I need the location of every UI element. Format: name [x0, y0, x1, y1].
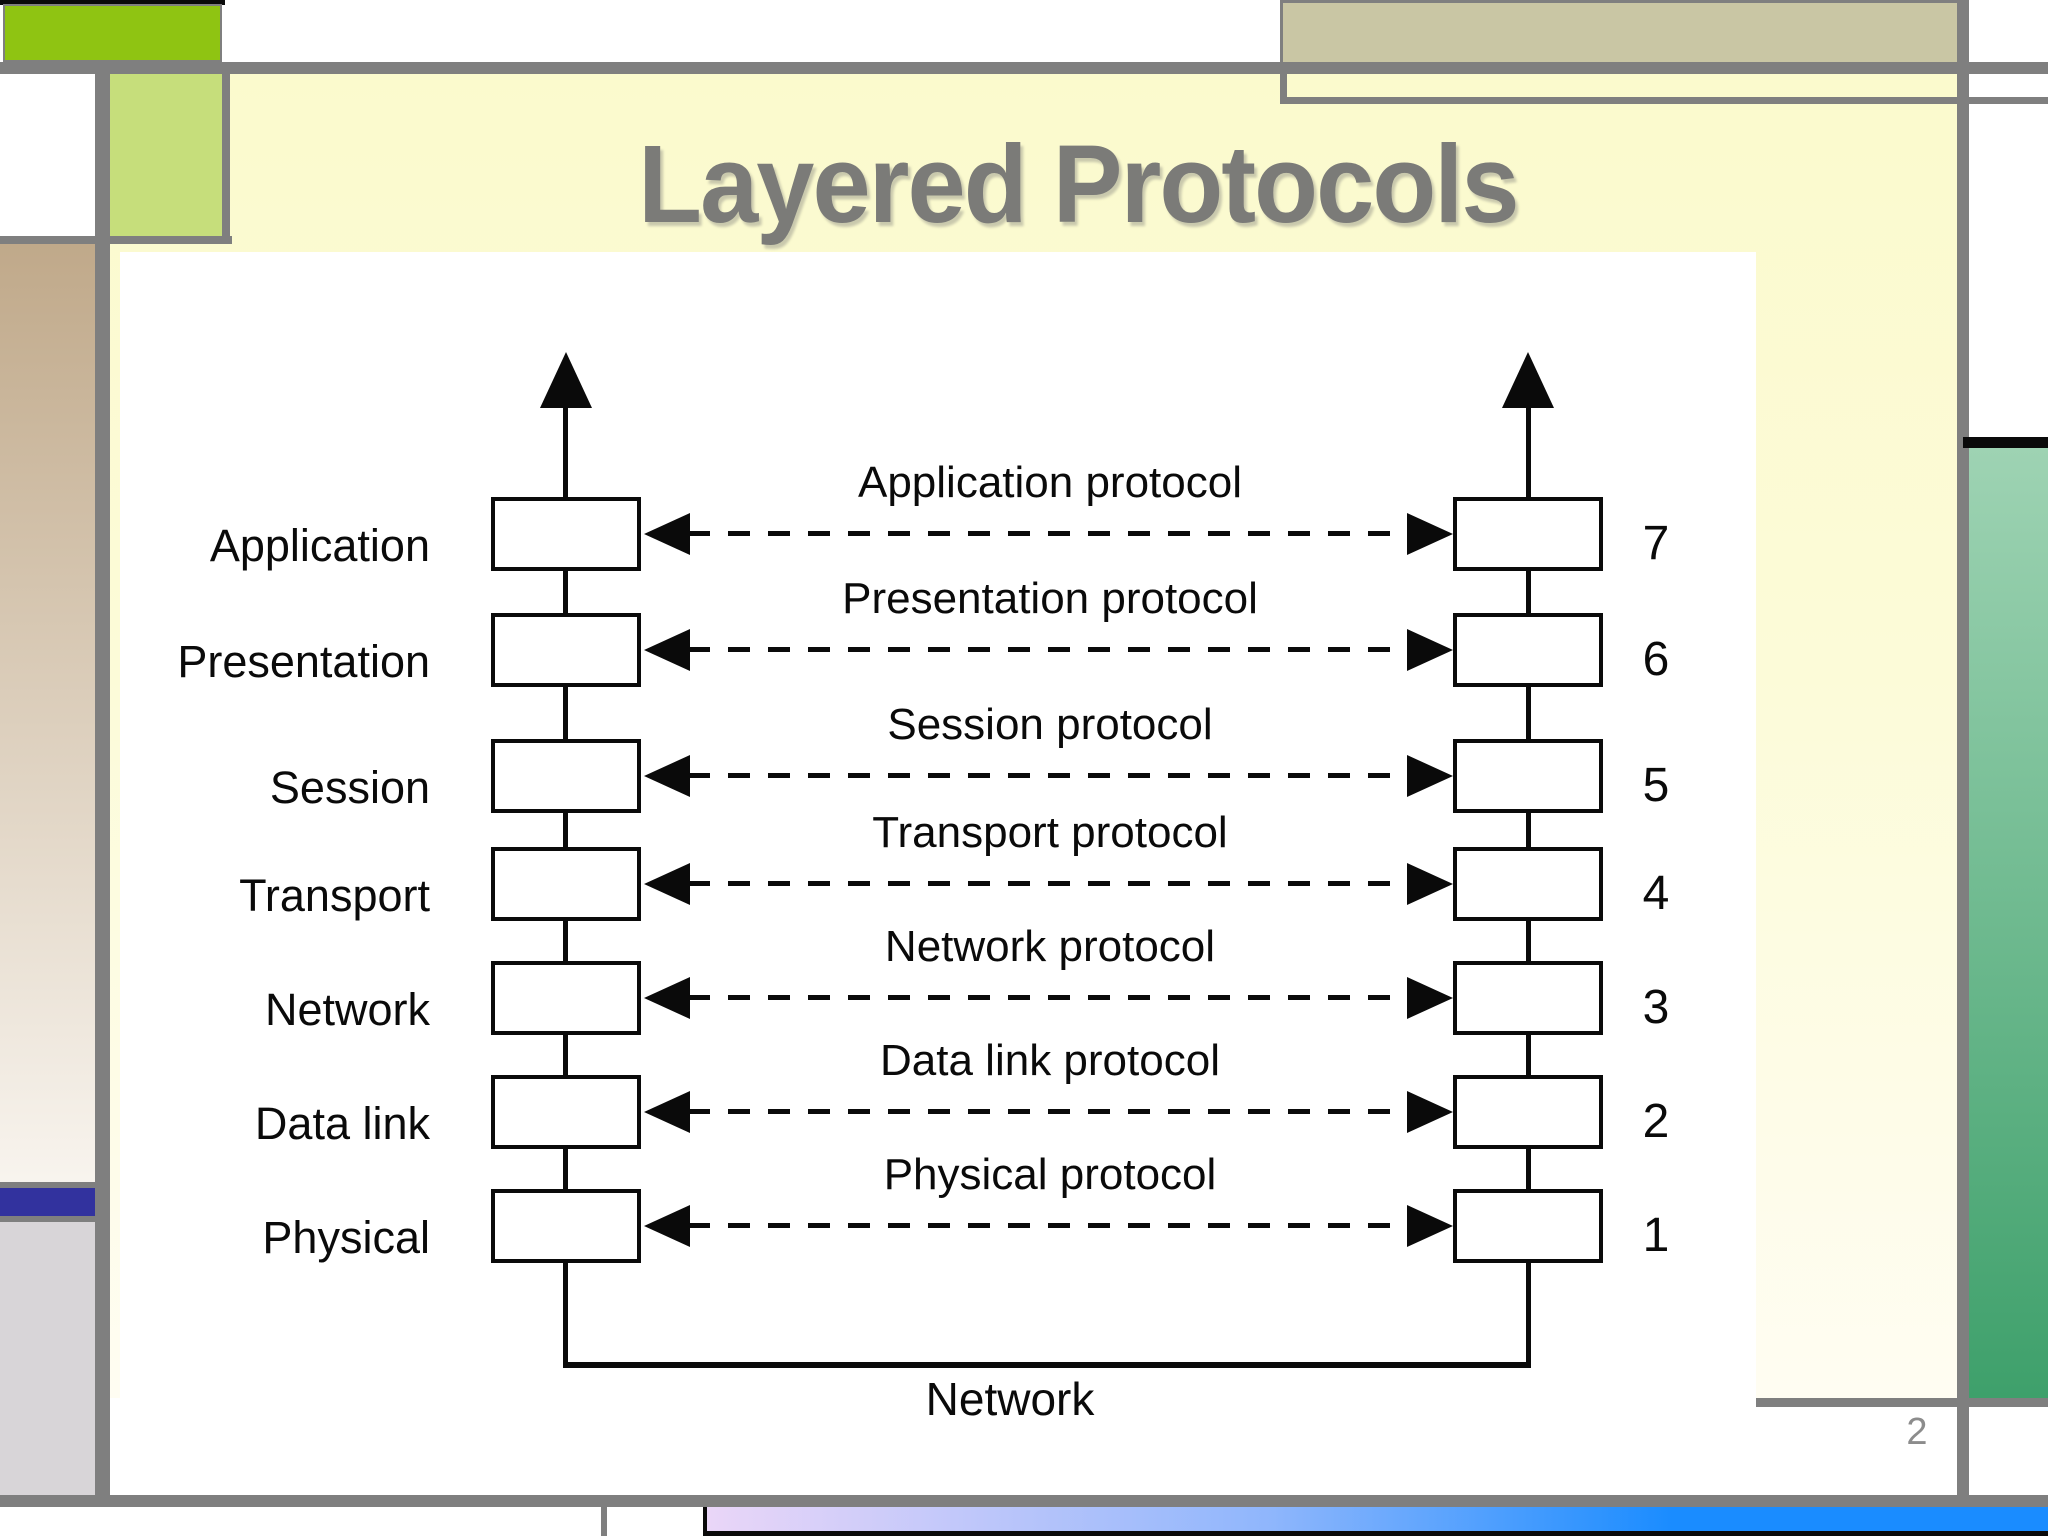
protocol-label: Session protocol	[887, 700, 1213, 749]
protocol-label: Application protocol	[857, 458, 1242, 507]
network-connector-line	[563, 1362, 1531, 1368]
layer-box-left	[491, 847, 641, 921]
protocol-arrow-dashed-line	[688, 647, 1410, 652]
layer-box-left	[491, 1075, 641, 1149]
arrow-head-left-icon	[644, 1091, 690, 1133]
protocol-label: Presentation protocol	[842, 574, 1258, 623]
protocol-arrow-dashed-line	[688, 995, 1410, 1000]
frame-line-left-b	[0, 1216, 95, 1222]
protocol-label: Network protocol	[884, 922, 1216, 971]
frame-line-top	[0, 62, 2048, 74]
page-title: Layered Protocols	[638, 123, 1519, 246]
layer-box-right	[1453, 1189, 1603, 1263]
layer-box-right	[1453, 961, 1603, 1035]
accent-block-green-bright	[3, 4, 222, 62]
arrow-head-left-icon	[644, 977, 690, 1019]
frame-line-top-right-secondary	[1280, 97, 2048, 104]
protocol-label: Physical protocol	[883, 1150, 1217, 1199]
layer-label: Transport	[239, 870, 430, 921]
frame-line-left-a	[0, 1182, 95, 1188]
layer-number: 7	[1642, 517, 1670, 570]
arrow-head-right-icon	[1407, 977, 1453, 1019]
layer-number: 5	[1642, 759, 1670, 812]
layer-label: Network	[264, 984, 430, 1035]
layer-label: Application	[209, 520, 430, 571]
layer-number: 1	[1642, 1209, 1670, 1262]
layer-box-left	[491, 1189, 641, 1263]
frame-line-bottom-small-vertical	[601, 1495, 607, 1536]
up-arrow-icon	[540, 352, 592, 408]
accent-block-green-light	[110, 74, 230, 236]
layer-label: Session	[269, 762, 430, 813]
green-strip-top-black-bar	[1963, 437, 2048, 448]
arrow-head-right-icon	[1407, 755, 1453, 797]
bottom-black-strip	[703, 1531, 2048, 1536]
arrow-head-right-icon	[1407, 1205, 1453, 1247]
layer-box-right	[1453, 739, 1603, 813]
arrow-head-right-icon	[1407, 863, 1453, 905]
accent-block-tan-top-right	[1280, 0, 1963, 65]
layer-box-right	[1453, 847, 1603, 921]
up-arrow-icon	[1502, 352, 1554, 408]
arrow-head-left-icon	[644, 629, 690, 671]
layer-number: 3	[1642, 981, 1670, 1034]
layer-number: 2	[1642, 1095, 1670, 1148]
layer-label: Data link	[254, 1098, 430, 1149]
frame-line-tan-block-left-ext	[1280, 74, 1287, 100]
protocol-arrow-dashed-line	[688, 881, 1410, 886]
layer-label: Presentation	[177, 636, 430, 687]
protocol-arrow-dashed-line	[688, 773, 1410, 778]
protocol-arrow-dashed-line	[688, 1109, 1410, 1114]
layer-label: Physical	[262, 1212, 430, 1263]
protocol-arrow-dashed-line	[688, 1223, 1410, 1228]
arrow-head-right-icon	[1407, 513, 1453, 555]
protocol-label: Data link protocol	[880, 1036, 1220, 1085]
arrow-head-left-icon	[644, 863, 690, 905]
top-left-black-strip	[0, 0, 225, 5]
arrow-head-left-icon	[644, 513, 690, 555]
frame-line-under-green-block	[0, 236, 232, 244]
accent-strip-green-right	[1969, 448, 2048, 1398]
arrow-head-right-icon	[1407, 629, 1453, 671]
accent-block-gray-left	[0, 1222, 95, 1495]
protocol-label: Transport protocol	[872, 808, 1228, 857]
layer-number: 4	[1642, 867, 1670, 920]
layer-box-right	[1453, 613, 1603, 687]
protocol-arrow-dashed-line	[688, 531, 1410, 536]
page-number: 2	[1906, 1411, 1928, 1453]
arrow-head-right-icon	[1407, 1091, 1453, 1133]
layer-box-left	[491, 961, 641, 1035]
layer-box-left	[491, 739, 641, 813]
frame-line-vertical-right	[1957, 0, 1969, 1507]
arrow-head-left-icon	[644, 1205, 690, 1247]
frame-line-bottom-right-partial	[1756, 1398, 2048, 1407]
layer-box-right	[1453, 497, 1603, 571]
layer-box-left	[491, 613, 641, 687]
network-bottom-label: Network	[925, 1373, 1095, 1425]
layer-box-right	[1453, 1075, 1603, 1149]
bottom-gradient-bar	[703, 1507, 2048, 1531]
layer-box-left	[491, 497, 641, 571]
accent-block-blue-left	[0, 1188, 95, 1216]
accent-strip-tan-left	[0, 244, 95, 1182]
title-block: Layered Protocols	[170, 110, 1986, 260]
layer-number: 6	[1642, 633, 1670, 686]
frame-line-vertical-left	[95, 62, 110, 1507]
arrow-head-left-icon	[644, 755, 690, 797]
frame-line-bottom	[0, 1495, 2048, 1507]
